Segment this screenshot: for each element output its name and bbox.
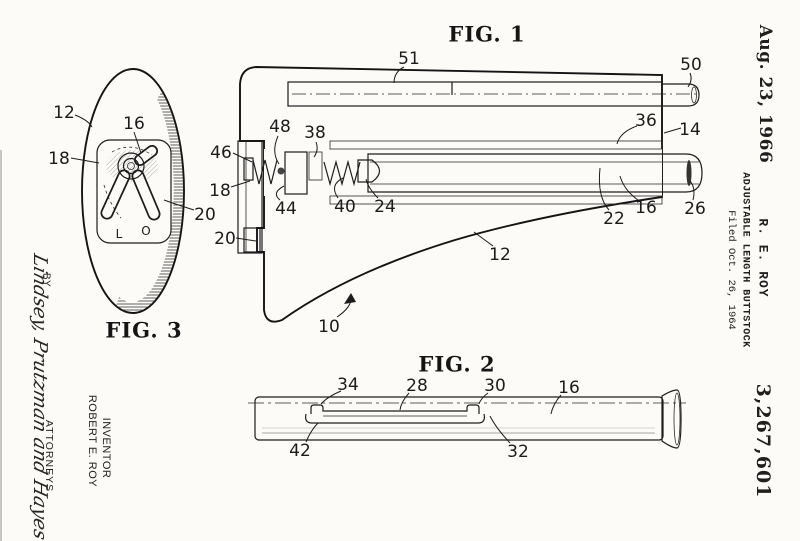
leader-fig2-28 [399, 392, 410, 411]
ref-numeral-fig1-18: 18 [209, 181, 231, 201]
shading-crescent [116, 91, 184, 313]
leader-fig1-14 [663, 127, 682, 134]
inventor-abbrev: R. E. ROY [755, 218, 771, 298]
leader-fig1-38 [313, 141, 318, 158]
leader-fig1-16 [619, 175, 639, 201]
leader-fig1-22 [598, 167, 610, 211]
ref-numeral-fig1-44: 44 [275, 199, 297, 219]
leader-fig1-44 [275, 185, 285, 201]
ref-numeral-fig1-48: 48 [269, 117, 291, 137]
fig2-reference-numerals: 34 28 30 16 42 32 [289, 375, 580, 462]
fig2-caption: FIG. 2 [418, 351, 496, 377]
ref-numeral-fig3-L: L [116, 227, 123, 241]
ref-numeral-fig2-30: 30 [484, 376, 506, 396]
leader-fig2-30 [478, 392, 489, 405]
ref-numeral-fig1-51: 51 [398, 49, 420, 69]
ref-numeral-fig1-40: 40 [334, 197, 356, 217]
filing-date: Filed Oct. 26, 1964 [725, 210, 737, 330]
ref-numeral-fig2-34: 34 [337, 375, 359, 395]
leader-fig3-20 [163, 199, 195, 211]
ref-numeral-fig1-46: 46 [210, 143, 232, 163]
ref-numeral-fig3-12: 12 [53, 103, 75, 123]
scan-page-edge [0, 150, 2, 541]
leader-fig1-48 [274, 135, 280, 165]
leader-fig1-20 [235, 237, 257, 242]
leader-fig1-36 [616, 125, 638, 145]
fig1-caption: FIG. 1 [448, 21, 526, 47]
ref-numeral-fig3-20: 20 [194, 205, 216, 225]
ref-numeral-fig1-50: 50 [680, 55, 702, 75]
ref-numeral-fig1-24: 24 [374, 197, 396, 217]
ref-numeral-fig3-O: O [141, 224, 150, 238]
ref-numeral-fig1-38: 38 [304, 123, 326, 143]
patent-title: ADJUSTABLE LENGTH BUTTSTOCK [739, 172, 751, 348]
fig3-caption: FIG. 3 [105, 317, 183, 343]
ref-numeral-fig2-32: 32 [507, 442, 529, 462]
fig1-reference-numerals: 51 50 36 14 46 48 38 18 44 40 24 20 22 16 26 12 10 [209, 49, 706, 337]
ref-numeral-fig2-16: 16 [558, 378, 580, 398]
leader-fig1-18 [230, 180, 251, 188]
ref-numeral-fig1-12: 12 [489, 245, 511, 265]
ref-numeral-fig1-26: 26 [684, 199, 706, 219]
ref-numeral-fig1-16: 16 [635, 198, 657, 218]
arrowhead-fig1-10 [344, 293, 356, 304]
ref-numeral-fig3-16: 16 [123, 114, 145, 134]
leader-fig2-34 [320, 390, 342, 405]
leader-fig1-51 [393, 66, 405, 84]
leader-fig3-16 [133, 131, 142, 154]
figure-2-drawing [248, 389, 686, 449]
ref-numeral-fig1-22: 22 [603, 209, 625, 229]
ref-numeral-fig2-42: 42 [289, 441, 311, 461]
leader-fig1-50 [687, 72, 692, 88]
leader-fig3-12 [74, 114, 93, 128]
leader-fig2-42 [305, 422, 319, 443]
leader-fig1-46 [232, 152, 253, 163]
ref-numeral-fig1-10: 10 [318, 317, 340, 337]
leader-fig1-40 [333, 177, 344, 199]
attorney-signature: Lindsey, Prutzman and Hayes [29, 251, 51, 541]
patent-date: Aug. 23, 1966 [755, 24, 775, 164]
patent-number: 3,267,601 [752, 383, 774, 499]
figure-3-drawing [81, 68, 185, 314]
leader-fig1-12 [473, 231, 494, 247]
leader-fig1-24 [365, 178, 379, 199]
attorneys-label: ATTORNEYS [43, 419, 55, 493]
leader-fig2-16 [550, 394, 562, 415]
leader-fig2-32 [489, 415, 511, 444]
inventor-label: INVENTOR [100, 417, 112, 479]
inventor-name: ROBERT E. ROY [86, 394, 98, 488]
ref-numeral-fig2-28: 28 [406, 376, 428, 396]
ref-numeral-fig1-14: 14 [679, 120, 701, 140]
ref-numeral-fig1-36: 36 [635, 111, 657, 131]
fig3-reference-numerals: 12 16 18 20L O [48, 103, 216, 241]
leader-fig1-26 [689, 180, 695, 201]
ref-numeral-fig3-18: 18 [48, 149, 70, 169]
ref-numeral-fig1-20: 20 [214, 229, 236, 249]
figure-1-drawing [237, 66, 703, 323]
leader-fig3-18 [70, 157, 100, 164]
